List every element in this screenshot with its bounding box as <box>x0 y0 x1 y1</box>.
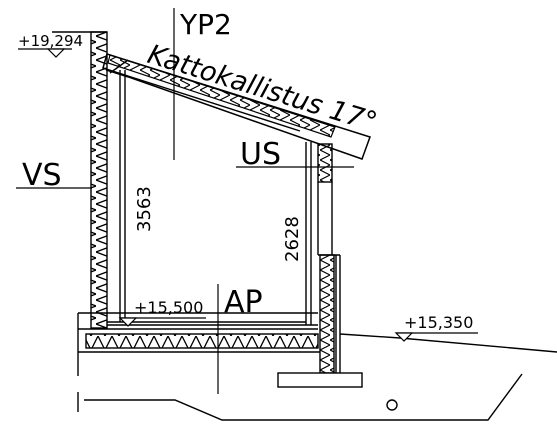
short-wall-height-dimension: 2628 <box>282 216 303 262</box>
short-wall <box>305 142 341 374</box>
reference-lines <box>16 8 354 394</box>
grid-line-label: YP2 <box>179 8 232 41</box>
tall-wall <box>52 31 126 329</box>
footing <box>277 372 363 388</box>
floor-line-label: AP <box>224 285 263 320</box>
ground-level: +15,350 <box>404 313 473 332</box>
tall-wall-height-dimension: 3563 <box>134 186 155 232</box>
inner-wall-line-label: US <box>240 137 281 172</box>
floor-slab <box>77 312 320 376</box>
roof-top-level: +19,294 <box>18 32 83 50</box>
sloped-roof <box>102 53 371 160</box>
outer-wall-line-label: VS <box>22 158 62 193</box>
level-markers <box>18 48 478 342</box>
ground-line <box>77 333 557 421</box>
floor-level: +15,500 <box>134 298 203 317</box>
